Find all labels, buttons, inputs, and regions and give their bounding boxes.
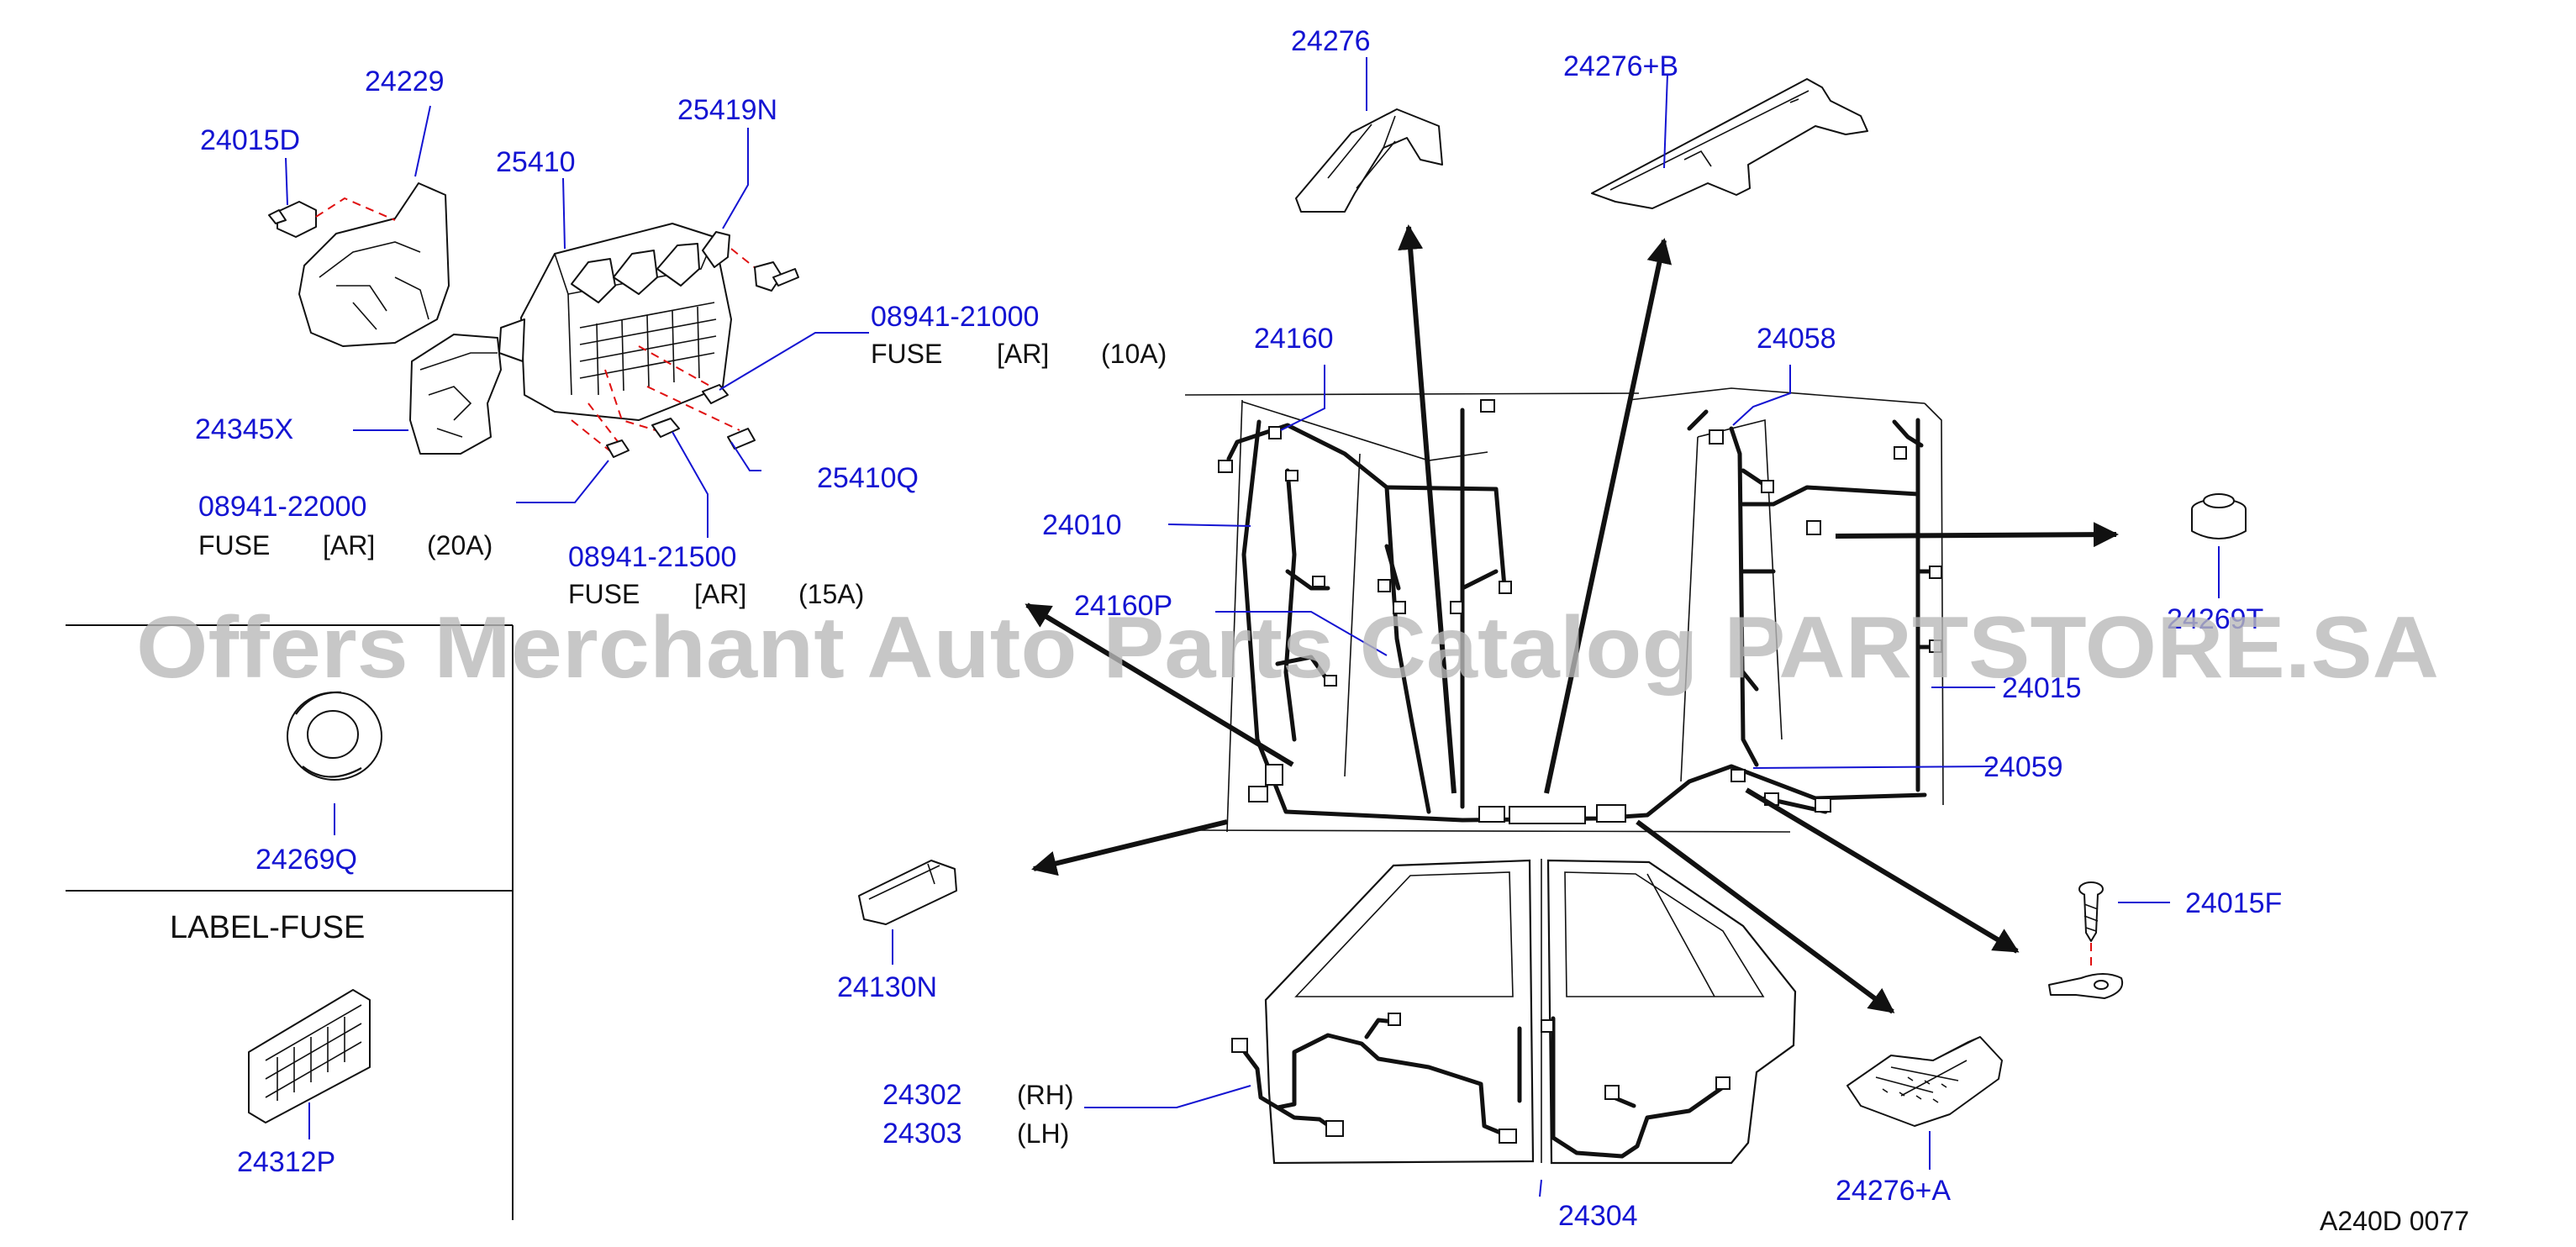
callout-25419N: 25419N [677, 94, 777, 126]
protector-24276A [1846, 1036, 2003, 1127]
fuse-20a-word: FUSE [198, 530, 270, 560]
drawing-code: A240D 0077 [2320, 1206, 2469, 1236]
callout-24276B: 24276+B [1563, 50, 1678, 82]
callout-24303: 24303 [882, 1118, 962, 1150]
label-fuse-24312P [248, 989, 371, 1139]
callout-24010: 24010 [1042, 509, 1122, 541]
grommet-24269Q [287, 691, 382, 835]
callout-24312P: 24312P [237, 1146, 335, 1178]
screw-25419N [754, 261, 799, 292]
callout-24304: 24304 [1558, 1200, 1638, 1232]
front-door-harness [1541, 859, 1797, 1165]
protector-24276B [1591, 73, 1868, 209]
protector-24276 [1295, 57, 1443, 213]
callout-24058: 24058 [1757, 323, 1836, 355]
protector-24130N [858, 860, 957, 965]
callout-24015D: 24015D [200, 124, 300, 156]
fuse-20a [606, 439, 630, 458]
callout-24160: 24160 [1254, 323, 1334, 355]
grommet-24269T [2191, 493, 2247, 598]
side-panel-frame [66, 624, 514, 1220]
screw-24015F [2048, 881, 2123, 999]
callout-24015F: 24015F [2185, 887, 2282, 919]
callout-08941-22000: 08941-22000 [198, 491, 366, 523]
leaders-harness [1084, 365, 2170, 1197]
fuse-15a [651, 418, 680, 438]
callout-08941-21500: 08941-21500 [568, 541, 736, 573]
callout-24130N: 24130N [837, 971, 937, 1003]
leaders-top-left [285, 105, 869, 538]
fuse-10a-word: FUSE [871, 339, 942, 369]
main-harness [1218, 399, 1942, 824]
fuse-10a-amp: (10A) [1101, 339, 1167, 369]
callout-24345X: 24345X [195, 413, 293, 445]
watermark: Offers Merchant Auto Parts Catalog PARTS… [136, 599, 2439, 697]
direction-arrows [1025, 224, 2119, 1014]
bolt-24015D [268, 201, 317, 238]
callout-25410: 25410 [496, 146, 576, 178]
callout-24160P: 24160P [1074, 590, 1172, 622]
part-callouts: 24015D 24229 25410 25419N 08941-21000 24… [195, 25, 2282, 1232]
fuse-block-assembly [268, 182, 799, 458]
callout-24302: 24302 [882, 1079, 962, 1111]
side-note-lh: (LH) [1017, 1118, 1069, 1149]
callout-24276: 24276 [1291, 25, 1371, 57]
callout-24276A: 24276+A [1836, 1175, 1951, 1207]
callout-25410Q: 25410Q [817, 462, 919, 494]
fuse-25410Q [727, 428, 756, 450]
rear-door-harness [1231, 859, 1542, 1165]
side-notes: (RH) (LH) [1017, 1080, 1074, 1149]
fuse-15a-amp: (15A) [798, 579, 864, 609]
fuse-20a-amp: (20A) [427, 530, 493, 560]
callout-24059: 24059 [1983, 751, 2063, 783]
fuse-15a-ar: [AR] [694, 579, 746, 609]
callout-24269Q: 24269Q [255, 844, 357, 876]
callout-24015: 24015 [2002, 672, 2082, 704]
section-label-fuse: LABEL-FUSE [170, 910, 365, 945]
vehicle-body-outline [1184, 387, 1944, 833]
fuse-20a-ar: [AR] [323, 530, 375, 560]
callout-24229: 24229 [365, 66, 445, 97]
fuse-notes: FUSE [AR] (10A) FUSE [AR] (20A) FUSE [AR… [198, 339, 1167, 609]
fuse-15a-word: FUSE [568, 579, 640, 609]
side-note-rh: (RH) [1017, 1080, 1074, 1110]
callout-24269T: 24269T [2167, 603, 2263, 635]
callout-08941-21000: 08941-21000 [871, 301, 1039, 333]
fuse-10a-ar: [AR] [997, 339, 1049, 369]
